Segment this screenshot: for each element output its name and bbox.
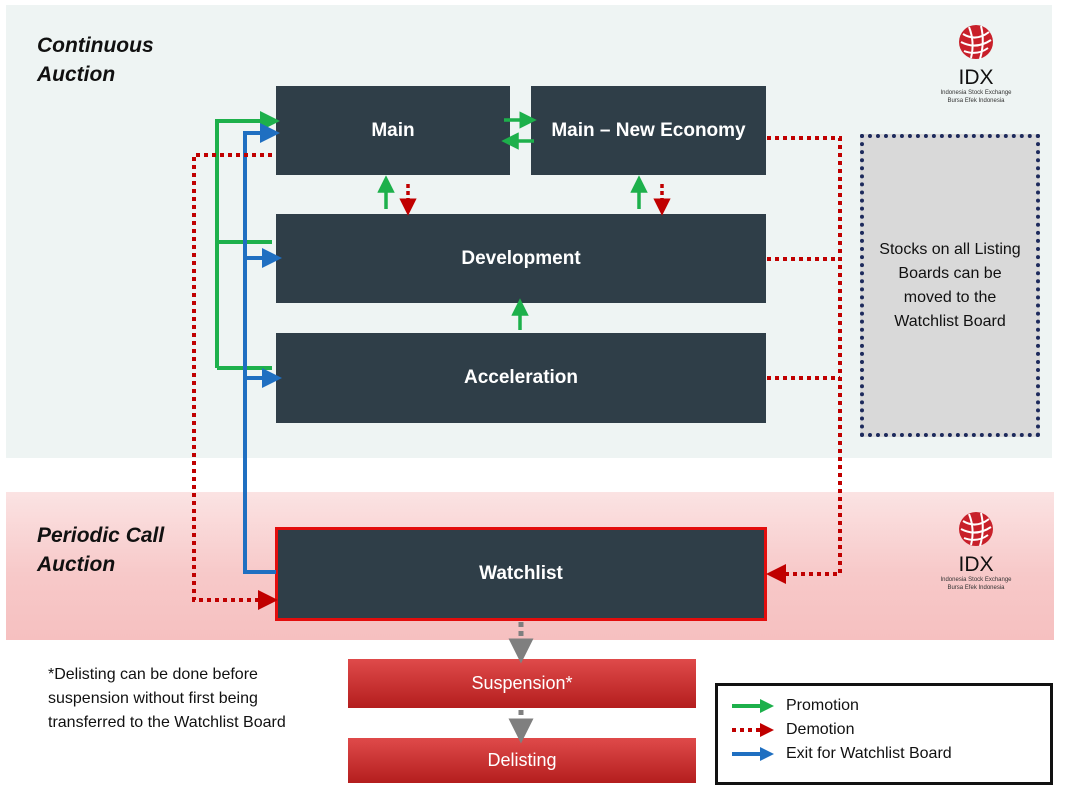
periodic-call-auction-label: Periodic Call Auction [37,524,165,576]
continuous-auction-label: Continuous Auction [37,34,154,86]
idx-logo-line2: Bursa Efek Indonesia [947,585,1005,591]
idx-logo: IDX Indonesia Stock Exchange Bursa Efek … [921,22,1031,105]
idx-logo-line1: Indonesia Stock Exchange [940,90,1012,96]
legend-demotion: Demotion [730,719,854,741]
idx-logo-name: IDX [958,553,994,576]
board-acceleration: Acceleration [276,333,766,423]
watchlist-note-box: Stocks on all Listing Boards can be move… [860,134,1040,437]
demotion-arrows [192,136,842,610]
stage-suspension: Suspension* [348,659,696,708]
idx-logo-line2: Bursa Efek Indonesia [947,98,1005,104]
idx-globe-icon [959,512,993,547]
legend-promotion: Promotion [730,695,859,717]
board-main: Main [276,86,510,175]
board-development: Development [276,214,766,303]
idx-logo-line1: Indonesia Stock Exchange [940,577,1012,583]
exit-arrow-icon [732,747,774,761]
idx-globe-icon [959,25,993,60]
legend-demotion-label: Demotion [786,721,855,738]
stage-delisting: Delisting [348,738,696,783]
legend: Promotion Demotion Exit for Watchlist Bo… [715,683,1053,785]
legend-exit: Exit for Watchlist Board [730,743,952,765]
board-watchlist: Watchlist [275,527,767,621]
legend-promotion-label: Promotion [786,697,859,714]
idx-logo-name: IDX [958,66,994,89]
demotion-arrow-icon [732,723,774,737]
board-main-new-economy: Main – New Economy [531,86,766,175]
idx-logo-bottom: IDX Indonesia Stock Exchange Bursa Efek … [921,509,1031,592]
delisting-footnote: *Delisting can be done before suspension… [48,666,286,731]
legend-exit-label: Exit for Watchlist Board [786,745,952,762]
promotion-arrows [215,111,648,370]
promotion-arrow-icon [732,699,774,713]
exit-arrows [243,123,282,574]
